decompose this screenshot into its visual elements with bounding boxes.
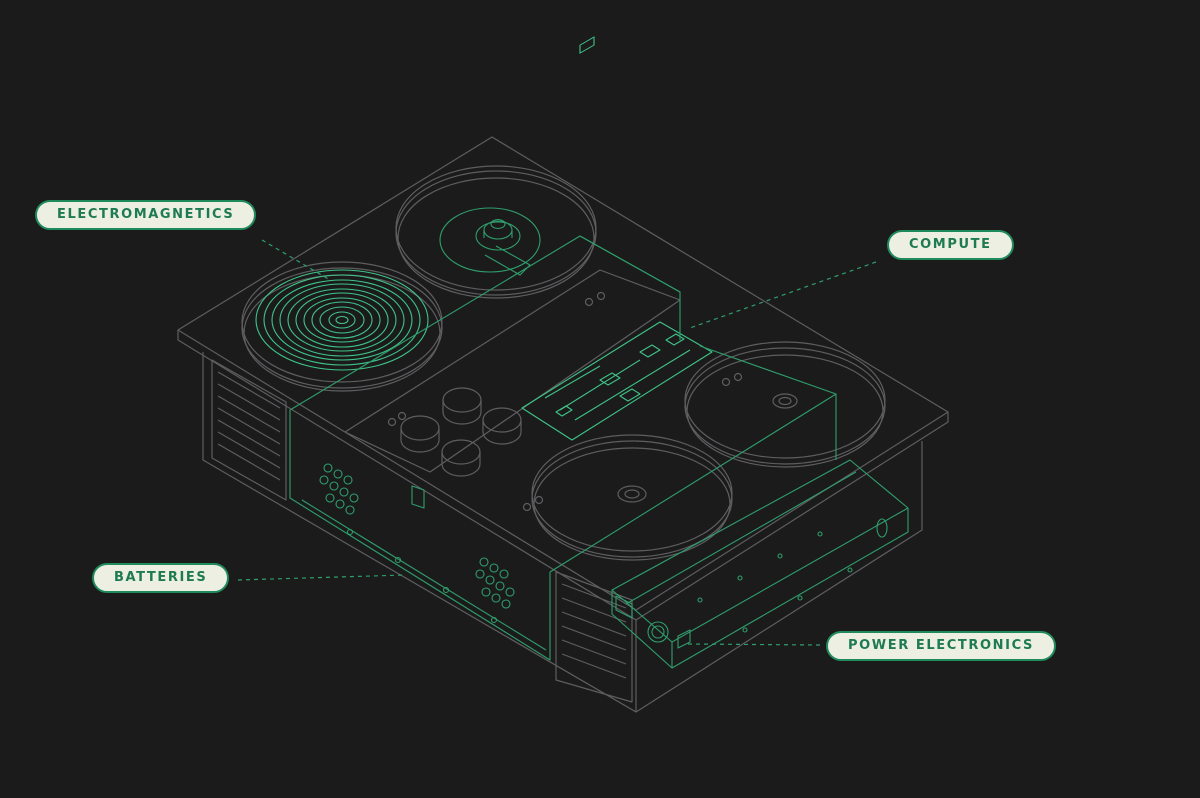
burner-right [684, 341, 886, 468]
callout-batteries: BATTERIES [92, 563, 230, 593]
motor-assembly [439, 207, 541, 276]
internal-components [255, 36, 909, 669]
leader-batteries [237, 574, 406, 581]
callout-electromagnetics: ELECTROMAGNETICS [35, 200, 257, 230]
burner-left-rim [241, 261, 443, 392]
appliance-body [177, 136, 949, 713]
control-panel [344, 269, 743, 512]
honeycomb-vent-left [319, 463, 359, 515]
compute-enclosure [579, 235, 837, 460]
body-left-face [202, 352, 637, 713]
body-right-face [635, 441, 923, 713]
leader-lines [237, 239, 877, 646]
vent-grille-left [211, 359, 287, 501]
induction-coil [255, 269, 429, 371]
burner-front [531, 434, 733, 561]
callout-compute: COMPUTE [887, 230, 1014, 260]
leader-electromagnetics [261, 239, 331, 281]
honeycomb-vent-right [475, 557, 515, 609]
vent-grille-front [555, 571, 633, 703]
leader-power-electronics [687, 643, 821, 646]
callout-power-electronics: POWER ELECTRONICS [826, 631, 1056, 661]
burner-back-left [395, 165, 597, 299]
compute-board [521, 36, 713, 441]
top-slab-thickness [177, 330, 949, 621]
leader-compute [689, 261, 877, 329]
top-slab-outline [177, 136, 949, 611]
power-electronics-box [611, 459, 909, 669]
